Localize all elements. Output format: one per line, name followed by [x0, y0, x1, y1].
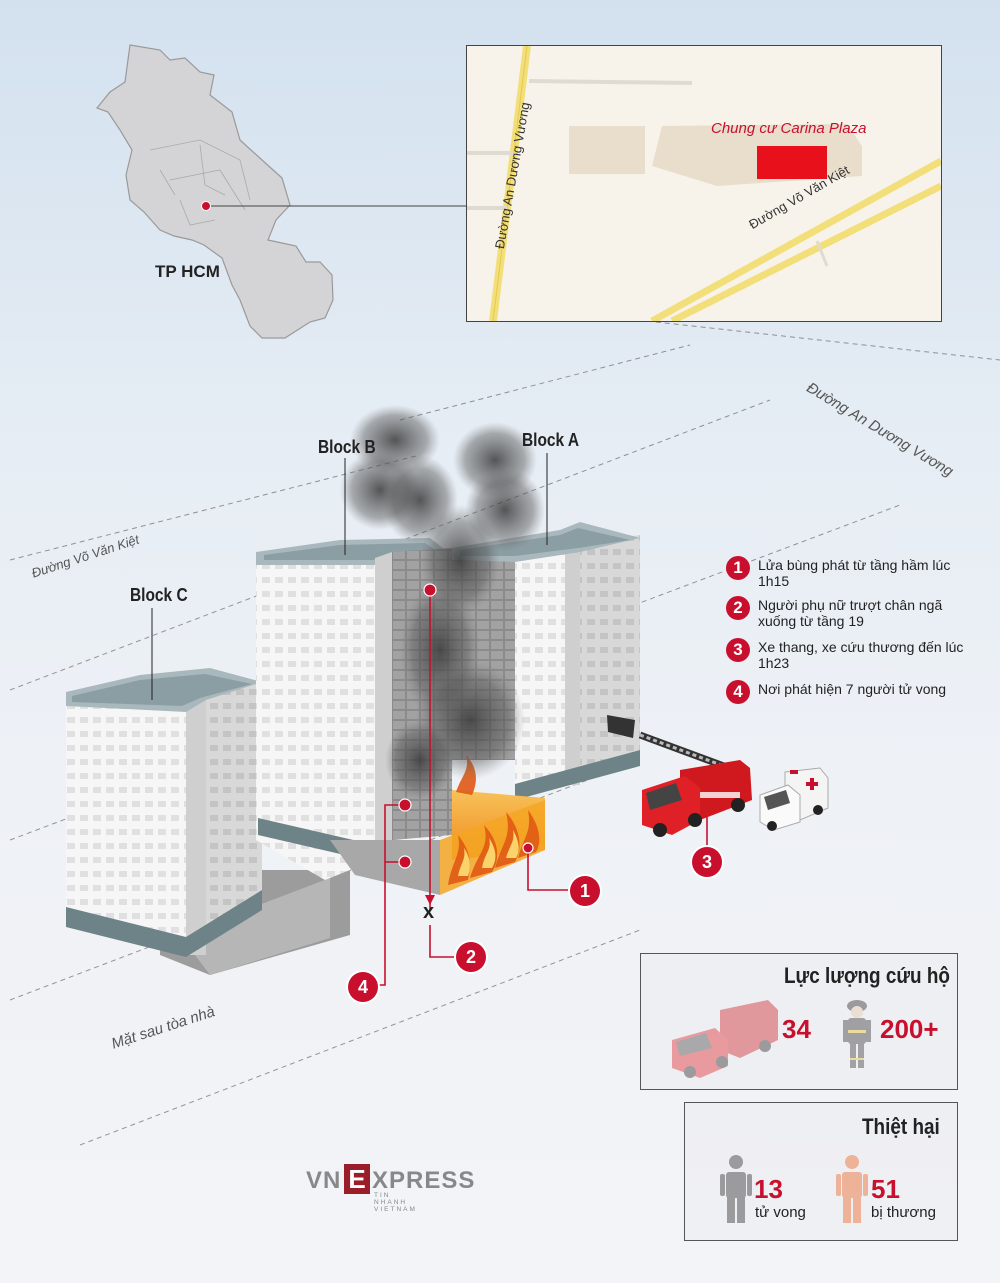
- inset-map-graphics: [467, 46, 941, 321]
- fall-arrowhead: [425, 895, 435, 905]
- injured-label: bị thương: [871, 1204, 936, 1221]
- city-label: TP HCM: [155, 262, 220, 281]
- damage-title: Thiệt hại: [862, 1114, 940, 1139]
- callout-1: 1: [570, 876, 600, 906]
- city-map: [96, 44, 468, 339]
- injured-count: 51: [871, 1174, 900, 1204]
- legend-item-3: 3 Xe thang, xe cứu thương đến lúc 1h23: [726, 638, 986, 672]
- smoke-plume: [340, 405, 545, 800]
- dead-count: 13: [754, 1174, 783, 1204]
- ambulance: [759, 767, 829, 831]
- legend-number: 2: [726, 596, 750, 620]
- legend-item-1: 1 Lửa bùng phát từ tầng hầm lúc 1h15: [726, 556, 986, 590]
- legend-number: 4: [726, 680, 750, 704]
- callout-2: 2: [456, 942, 486, 972]
- inset-building-label: Chung cư Carina Plaza: [711, 120, 867, 137]
- location-dot: [201, 201, 211, 211]
- legend-number: 1: [726, 556, 750, 580]
- rescue-force-title: Lực lượng cứu hộ: [784, 963, 950, 988]
- logo-xpress: XPRESS: [372, 1167, 476, 1194]
- legend-number: 3: [726, 638, 750, 662]
- rescue-force-box: [640, 953, 958, 1090]
- callout-lines: [378, 590, 708, 986]
- logo-vn: VN: [306, 1167, 342, 1194]
- legend-item-4: 4 Nơi phát hiện 7 người tử vong: [726, 680, 986, 704]
- dead-label: tử vong: [755, 1204, 806, 1221]
- callout-4: 4: [348, 972, 378, 1002]
- legend-text: Lửa bùng phát từ tầng hầm lúc 1h15: [758, 557, 951, 589]
- block-label-connectors: [151, 453, 548, 700]
- callout-3: 3: [692, 847, 722, 877]
- legend-text: Xe thang, xe cứu thương đến lúc 1h23: [758, 639, 964, 671]
- logo-tagline: TIN NHANH VIETNAM: [374, 1192, 417, 1213]
- ladder-fire-truck: [607, 715, 752, 837]
- damage-box: [684, 1102, 958, 1241]
- legend-text: Nơi phát hiện 7 người tử vong: [758, 681, 947, 697]
- rescue-truck-count: 34: [782, 1014, 811, 1044]
- legend-text: Người phụ nữ trượt chân ngã xuống từ tần…: [758, 597, 943, 629]
- firefighter-count: 200+: [880, 1014, 939, 1044]
- callout-dots: [398, 583, 534, 869]
- block-c-building: [66, 668, 350, 975]
- logo-e: E: [344, 1164, 370, 1194]
- block-a-label: Block A: [522, 430, 580, 450]
- basement-fire: [330, 755, 545, 895]
- legend-item-2: 2 Người phụ nữ trượt chân ngã xuống từ t…: [726, 596, 986, 630]
- inset-map: Chung cư Carina Plaza Đường An Dương Vươ…: [466, 45, 942, 322]
- block-b-label: Block B: [318, 437, 376, 457]
- fall-landing-marker: x: [423, 901, 435, 923]
- block-c-label: Block C: [130, 585, 188, 605]
